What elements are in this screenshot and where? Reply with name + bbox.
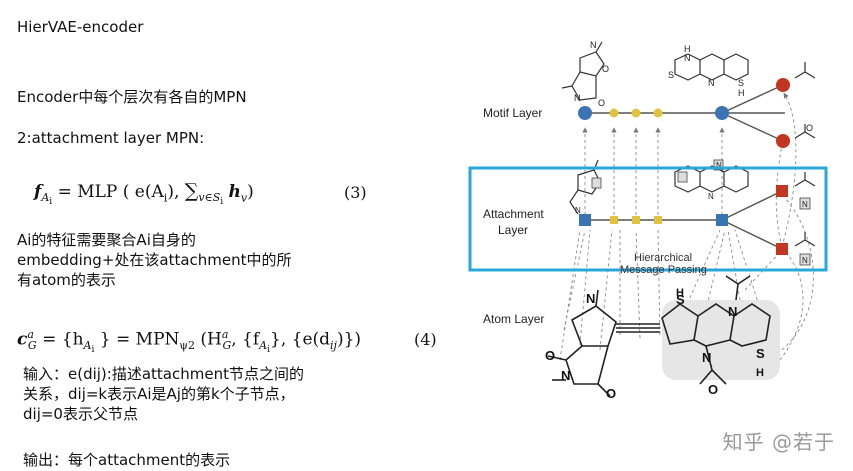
motif-node-blue-2 xyxy=(715,106,729,120)
svg-text:N: N xyxy=(708,192,714,201)
svg-text:N: N xyxy=(702,350,711,365)
attachment-node-yellow-2 xyxy=(632,216,640,224)
attachment-node-blue-2 xyxy=(716,214,728,226)
svg-text:S: S xyxy=(676,292,685,307)
attachment-layer-label-2: Layer xyxy=(498,223,528,237)
svg-text:O: O xyxy=(806,123,813,133)
attachment-node-red-2 xyxy=(776,243,788,255)
svg-text:H: H xyxy=(684,44,691,54)
motif-atom-labels: N O N O H N S N S H O xyxy=(574,40,813,133)
motif-node-yellow-1 xyxy=(609,108,619,118)
motif-layer-label: Motif Layer xyxy=(483,106,542,120)
atom-layer-label: Atom Layer xyxy=(483,312,544,326)
equation-4: caG = {hAi } = MPNψ2 (HaG, {fAi}, {e(dij… xyxy=(17,328,362,356)
equation-3-number: (3) xyxy=(344,183,367,202)
svg-text:N: N xyxy=(728,304,737,319)
svg-text:N: N xyxy=(590,40,597,50)
watermark: 知乎 @若于 xyxy=(722,430,835,454)
svg-text:N: N xyxy=(802,256,808,265)
svg-text:S: S xyxy=(668,70,674,80)
svg-text:H: H xyxy=(738,88,745,98)
atom-layer-molecule xyxy=(547,275,771,397)
slide-title: HierVAE-encoder xyxy=(17,18,144,36)
svg-text:N: N xyxy=(802,200,808,209)
svg-text:S: S xyxy=(756,346,765,361)
thiophene-shading xyxy=(662,300,780,380)
equation-3: fAi = MLP ( e(Ai), ∑v∈Si hv) xyxy=(34,180,254,208)
motif-layer-graph xyxy=(578,78,790,148)
attachment-node-yellow-3 xyxy=(654,216,662,224)
motif-node-red-1 xyxy=(776,78,790,92)
motif-node-blue-1 xyxy=(578,106,592,120)
attachment-node-red-1 xyxy=(776,185,788,197)
output-desc: 输出：每个attachment的表示 xyxy=(23,451,231,469)
input-desc: 输入：e(dij):描述attachment节点之间的关系，dij=k表示Ai是… xyxy=(23,365,304,423)
motif-molecule-sketches xyxy=(561,41,816,139)
attachment-layer-label-1: Attachment xyxy=(483,207,544,221)
svg-text:S: S xyxy=(738,78,744,88)
svg-text:N: N xyxy=(586,291,595,306)
svg-text:N: N xyxy=(708,78,715,88)
atom-layer-labels: N N O O S H N N S H O xyxy=(545,287,765,401)
equation-4-number: (4) xyxy=(414,330,437,349)
attachment-feature-desc: Ai的特征需要聚合Ai自身的embedding+处在该attachment中的所… xyxy=(17,231,292,289)
svg-text:N: N xyxy=(684,53,691,63)
svg-text:N: N xyxy=(575,206,581,215)
svg-text:O: O xyxy=(606,386,616,401)
section-heading: 2:attachment layer MPN: xyxy=(17,129,205,147)
intro-text: Encoder中每个层次有各自的MPN xyxy=(17,88,247,106)
hierarchical-label-1: Hierarchical xyxy=(634,252,692,264)
attachment-node-yellow-1 xyxy=(610,216,618,224)
attachment-layer-highlight xyxy=(468,166,828,272)
svg-text:O: O xyxy=(545,348,555,363)
attachment-node-blue-1 xyxy=(579,214,591,226)
svg-text:N: N xyxy=(574,93,581,103)
svg-text:O: O xyxy=(598,98,605,108)
motif-node-yellow-2 xyxy=(631,108,641,118)
svg-text:O: O xyxy=(602,64,609,74)
hierarchical-label-2: Message Passing xyxy=(620,264,707,276)
motif-node-yellow-3 xyxy=(653,108,663,118)
svg-text:N: N xyxy=(716,161,722,170)
svg-text:H: H xyxy=(756,367,764,379)
attachment-layer-graph xyxy=(579,185,788,255)
attachment-atom-boxes: N N N N N xyxy=(575,159,811,266)
motif-node-red-2 xyxy=(776,134,790,148)
svg-text:N: N xyxy=(561,368,570,383)
svg-text:H: H xyxy=(676,287,684,299)
svg-text:O: O xyxy=(708,382,718,397)
